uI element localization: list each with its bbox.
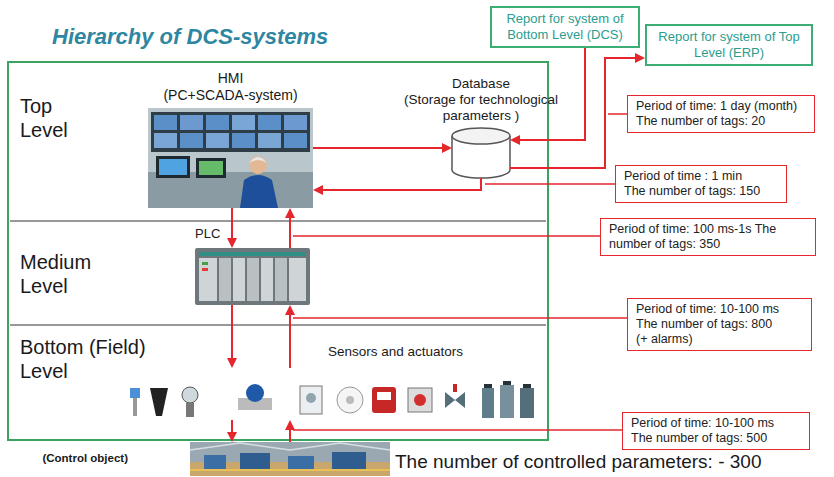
component-label: (Storage for technological parameters ) — [381, 92, 581, 124]
connector-line — [289, 217, 291, 248]
component-label: (PC+SCADA-system) — [131, 87, 331, 104]
callout-box: Period of time: 10-100 msThe number of t… — [622, 412, 810, 450]
callout-box: Period of time: 1 day (month)The number … — [627, 95, 815, 133]
component-node: HMI(PC+SCADA-system) — [148, 108, 313, 208]
arrow-head — [285, 305, 295, 315]
callout-text: Period of time : 1 min — [624, 169, 778, 184]
caption-group: HMI(PC+SCADA-system) — [131, 70, 331, 104]
plc-rack — [195, 248, 310, 305]
callout-box: Period of time : 1 minThe number of tags… — [615, 165, 787, 203]
component-node: PLC — [195, 248, 310, 305]
leader-lines — [293, 114, 627, 430]
connector-arrow — [510, 53, 645, 168]
arrow-head — [227, 358, 237, 368]
diagram-title-holder: Hierarchy of DCS-systems — [52, 24, 328, 50]
connector-arrow — [313, 178, 481, 195]
arrow-head — [442, 143, 452, 153]
arrow-head — [635, 53, 645, 63]
connector-line — [322, 178, 481, 190]
connector-arrow — [227, 208, 237, 248]
connector-arrow — [227, 305, 237, 368]
database-cylinder — [452, 128, 510, 178]
connector-line — [289, 429, 291, 442]
level-name: Top Level — [20, 94, 90, 142]
component-label: Database — [381, 76, 581, 92]
level-band: Top Level HMI(PC+SCADA-system) Database(St… — [10, 64, 546, 220]
connector-arrow — [285, 305, 295, 368]
connector-line — [231, 208, 233, 239]
component-label: PLC — [195, 222, 220, 246]
hmi-picture — [148, 108, 313, 208]
callout-text: Period of time: 10-100 ms — [636, 302, 803, 317]
connector-arrow — [227, 420, 237, 442]
connector-line — [313, 147, 443, 149]
level-band: Bottom (Field) LevelSensors and actuator… — [10, 327, 546, 438]
callout-box: Period of time: 100 ms-1s The number of … — [600, 218, 816, 256]
connector-line — [231, 305, 233, 359]
level-separator — [10, 221, 546, 222]
annotation-text: The number of controlled parameters: - 3… — [395, 451, 761, 473]
report-text: Report for system of Top Level (ERP) — [650, 29, 808, 61]
arrow-head — [285, 420, 295, 430]
component-node: Database(Storage for technological param… — [452, 128, 510, 178]
field-devices — [130, 381, 534, 418]
diagram-title: Hierarchy of DCS-systems — [52, 24, 328, 50]
report-box: Report for system of Bottom Level (DCS) — [490, 6, 640, 48]
connector-arrow — [285, 208, 295, 248]
level-separator — [10, 325, 546, 326]
component-label: HMI — [131, 70, 331, 87]
callout-text: (+ alarms) — [636, 332, 803, 347]
connector-line — [289, 314, 291, 368]
annotation-text-holder: The number of controlled parameters: - 3… — [395, 451, 761, 473]
connector-arrow — [313, 143, 452, 153]
connector-arrow — [285, 420, 295, 442]
connector-line — [510, 58, 636, 168]
caption-group: Sensors and actuators — [328, 340, 463, 364]
arrow-head — [227, 238, 237, 248]
callout-text: The number of tags: 500 — [631, 431, 801, 446]
component-label: (Control object) — [42, 452, 128, 464]
connector-line — [231, 420, 233, 433]
level-name: Medium Level — [20, 250, 100, 298]
callout-text: Period of time: 1 day (month) — [636, 99, 806, 114]
level-name: Bottom (Field) Level — [20, 335, 170, 383]
arrow-head — [227, 432, 237, 442]
caption-group: Database(Storage for technological param… — [381, 76, 581, 124]
report-text: Report for system of Bottom Level (DCS) — [495, 11, 635, 43]
callout-text: Period of time: 10-100 ms — [631, 416, 801, 431]
level-band: Medium Level PLC — [10, 222, 546, 323]
component-label: Sensors and actuators — [328, 340, 463, 364]
caption-group: (Control object) — [42, 452, 128, 464]
component-node: Sensors and actuators — [122, 368, 545, 420]
callout-text: The number of tags: 20 — [636, 114, 806, 129]
callout-text: The number of tags: 800 — [636, 317, 803, 332]
callout-box: Period of time: 10-100 msThe number of t… — [627, 298, 812, 351]
arrow-head — [285, 208, 295, 218]
plant-picture — [190, 442, 390, 476]
caption-group: PLC — [195, 222, 220, 246]
callout-text: The number of tags: 150 — [624, 184, 778, 199]
arrow-head — [313, 185, 323, 195]
callout-text: Period of time: 100 ms-1s The number of … — [609, 222, 807, 252]
arrow-head — [510, 135, 520, 145]
component-node: (Control object) — [190, 442, 390, 476]
report-box: Report for system of Top Level (ERP) — [645, 24, 813, 66]
